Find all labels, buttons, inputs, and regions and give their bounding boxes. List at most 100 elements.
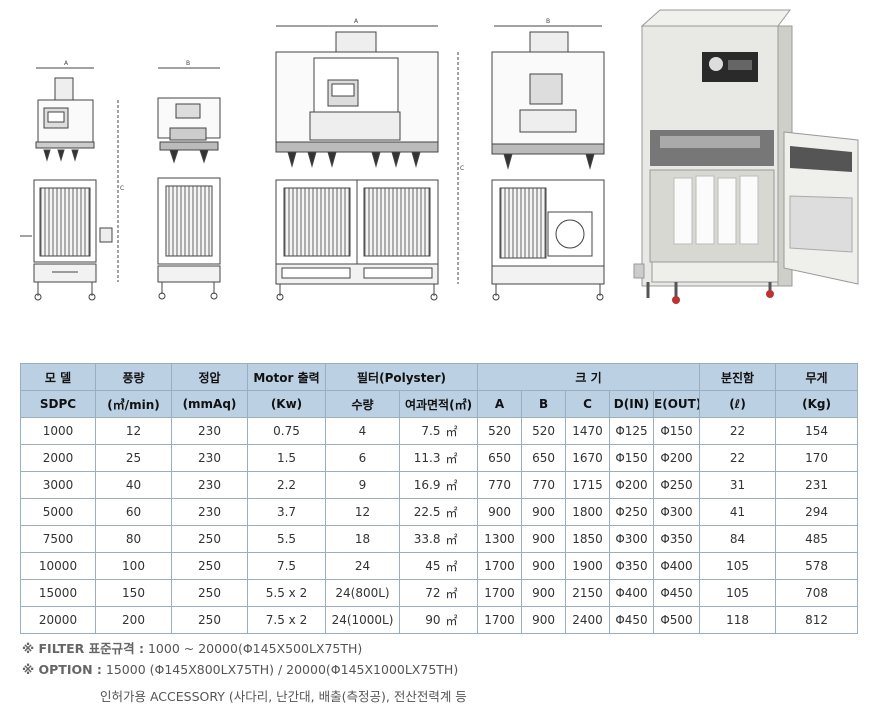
cell-model: 15000 bbox=[20, 579, 96, 607]
cell-weight: 812 bbox=[775, 606, 859, 634]
cell-area: 72 bbox=[399, 579, 444, 607]
cell-weight: 170 bbox=[775, 444, 859, 472]
cell-bin: 84 bbox=[699, 525, 777, 553]
cell-c: 1670 bbox=[565, 444, 611, 472]
cell-airflow: 150 bbox=[95, 579, 172, 607]
cell-qty: 24(800L) bbox=[325, 579, 400, 607]
cell-motor: 7.5 bbox=[247, 552, 326, 580]
dim-c-label: C bbox=[120, 185, 124, 192]
cell-weight: 231 bbox=[775, 471, 859, 499]
cell-qty: 24 bbox=[325, 552, 400, 580]
subheader-dust-bin-unit: (ℓ) bbox=[699, 390, 777, 418]
cell-d: Φ450 bbox=[609, 606, 655, 634]
header-row-1: 모 델 풍량 정압 Motor 출력 필터(Polyster) 크 기 분진함 … bbox=[20, 363, 859, 391]
cell-bin: 105 bbox=[699, 552, 777, 580]
subheader-weight-unit: (Kg) bbox=[775, 390, 859, 418]
cell-area: 45 bbox=[399, 552, 444, 580]
dim-b-label: B bbox=[186, 60, 190, 67]
cell-area: 33.8 bbox=[399, 525, 444, 553]
cell-model: 5000 bbox=[20, 498, 96, 526]
header-weight: 무게 bbox=[775, 363, 859, 391]
cell-motor: 2.2 bbox=[247, 471, 326, 499]
cell-a: 900 bbox=[477, 498, 523, 526]
cell-qty: 12 bbox=[325, 498, 400, 526]
cell-a: 650 bbox=[477, 444, 523, 472]
cell-pressure: 230 bbox=[171, 444, 248, 472]
cell-airflow: 40 bbox=[95, 471, 172, 499]
subheader-filter-area: 여과면적(㎡) bbox=[398, 390, 479, 418]
cell-area-unit: ㎡ bbox=[443, 525, 479, 553]
cell-a: 520 bbox=[477, 417, 523, 445]
cell-area: 90 bbox=[399, 606, 444, 634]
header-motor: Motor 출력 bbox=[247, 363, 326, 391]
cell-area: 11.3 bbox=[399, 444, 444, 472]
cell-pressure: 250 bbox=[171, 525, 248, 553]
cell-e: Φ200 bbox=[653, 444, 701, 472]
cell-pressure: 230 bbox=[171, 498, 248, 526]
cell-e: Φ300 bbox=[653, 498, 701, 526]
header-model: 모 델 bbox=[20, 363, 96, 391]
cell-weight: 708 bbox=[775, 579, 859, 607]
cell-d: Φ200 bbox=[609, 471, 655, 499]
cell-e: Φ250 bbox=[653, 471, 701, 499]
cell-b: 900 bbox=[521, 552, 567, 580]
cell-airflow: 200 bbox=[95, 606, 172, 634]
cell-b: 520 bbox=[521, 417, 567, 445]
cell-d: Φ350 bbox=[609, 552, 655, 580]
cell-pressure: 250 bbox=[171, 579, 248, 607]
cell-qty: 24(1000L) bbox=[325, 606, 400, 634]
cell-qty: 9 bbox=[325, 471, 400, 499]
subheader-pressure-unit: (mmAq) bbox=[171, 390, 248, 418]
header-filter: 필터(Polyster) bbox=[324, 363, 479, 391]
cell-c: 1900 bbox=[565, 552, 611, 580]
cell-e: Φ150 bbox=[653, 417, 701, 445]
cell-qty: 4 bbox=[325, 417, 400, 445]
cell-weight: 485 bbox=[775, 525, 859, 553]
cell-model: 20000 bbox=[20, 606, 96, 634]
cell-d: Φ300 bbox=[609, 525, 655, 553]
cell-weight: 578 bbox=[775, 552, 859, 580]
dim-a-label: A bbox=[64, 60, 69, 67]
front-view-large: A C bbox=[275, 18, 464, 301]
cell-d: Φ400 bbox=[609, 579, 655, 607]
subheader-e-out: E(OUT) bbox=[653, 390, 701, 418]
front-view-small: A C bbox=[20, 60, 124, 301]
subheader-d-in: D(IN) bbox=[609, 390, 655, 418]
cell-d: Φ150 bbox=[609, 444, 655, 472]
cell-motor: 7.5 x 2 bbox=[247, 606, 326, 634]
cell-model: 2000 bbox=[20, 444, 96, 472]
cell-area: 22.5 bbox=[399, 498, 444, 526]
subheader-filter-qty: 수량 bbox=[325, 390, 400, 418]
cell-area-unit: ㎡ bbox=[443, 471, 479, 499]
cell-a: 1700 bbox=[477, 552, 523, 580]
accessory-note: 인허가용 ACCESSORY (사다리, 난간대, 배출(측정공), 전산전력계… bbox=[100, 689, 467, 704]
cell-model: 10000 bbox=[20, 552, 96, 580]
cell-qty: 6 bbox=[325, 444, 400, 472]
cell-c: 1470 bbox=[565, 417, 611, 445]
spec-table: 모 델 풍량 정압 Motor 출력 필터(Polyster) 크 기 분진함 … bbox=[20, 363, 859, 634]
subheader-b: B bbox=[521, 390, 567, 418]
cell-bin: 31 bbox=[699, 471, 777, 499]
filter-note: ※ FILTER 표준규격 : 1000 ~ 20000(Φ145X500LX7… bbox=[22, 638, 362, 657]
cell-c: 2150 bbox=[565, 579, 611, 607]
cell-c: 2400 bbox=[565, 606, 611, 634]
cell-e: Φ450 bbox=[653, 579, 701, 607]
side-view-small: B bbox=[157, 60, 221, 300]
header-row-2: SDPC (㎥/min) (mmAq) (Kw) 수량 여과면적(㎡) A B … bbox=[20, 390, 859, 418]
cell-b: 900 bbox=[521, 579, 567, 607]
cell-area-unit: ㎡ bbox=[443, 552, 479, 580]
side-view-large: B bbox=[491, 18, 605, 301]
cell-model: 7500 bbox=[20, 525, 96, 553]
cell-b: 900 bbox=[521, 606, 567, 634]
cell-airflow: 25 bbox=[95, 444, 172, 472]
cell-bin: 105 bbox=[699, 579, 777, 607]
cell-c: 1850 bbox=[565, 525, 611, 553]
cell-area-unit: ㎡ bbox=[443, 606, 479, 634]
cell-motor: 3.7 bbox=[247, 498, 326, 526]
cell-e: Φ500 bbox=[653, 606, 701, 634]
